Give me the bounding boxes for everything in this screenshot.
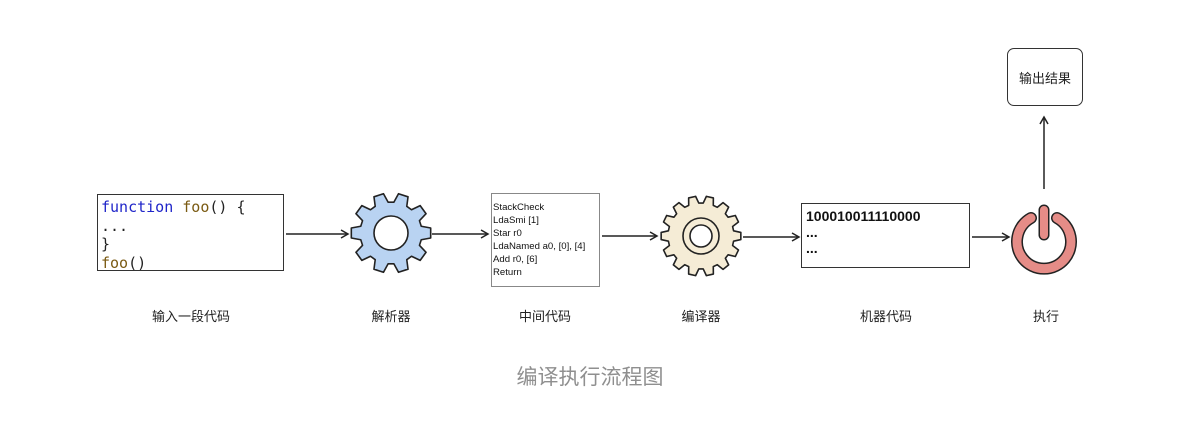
code-line: function foo() { (101, 198, 283, 217)
label-compiler: 编译器 (681, 310, 721, 325)
ir-line: LdaNamed a0, [0], [4] (493, 240, 586, 252)
label-input-code: 输入一段代码 (151, 310, 230, 325)
code-line: } (101, 235, 111, 253)
figure-caption: 编译执行流程图 (516, 365, 664, 389)
label-parser: 解析器 (371, 310, 411, 325)
code-function-name: foo (101, 253, 129, 272)
output-result-box: 输出结果 (1007, 48, 1083, 106)
machine-code-line: 100010011110000 (806, 208, 921, 224)
code-line: foo() (101, 254, 283, 273)
compiler-gear-icon (660, 195, 742, 277)
code-text: () (128, 253, 147, 272)
power-icon (1011, 204, 1077, 275)
label-execute: 执行 (1032, 310, 1059, 325)
source-code-box: function foo() { ... } foo() (97, 194, 284, 273)
code-line: ... (101, 216, 129, 235)
ir-line: Add r0, [6] (493, 253, 538, 265)
ir-line: LdaSmi [1] (493, 214, 539, 226)
machine-code-line: ... (806, 224, 818, 240)
label-intermediate-code: 中间代码 (518, 310, 571, 325)
code-text: () { (209, 198, 246, 216)
code-keyword: function (101, 198, 174, 216)
code-function-name: foo (182, 198, 210, 216)
ir-line: Return (493, 266, 522, 278)
parser-gear-icon (350, 192, 432, 274)
intermediate-code-box: StackCheck LdaSmi [1] Star r0 LdaNamed a… (491, 193, 600, 287)
output-result-label: 输出结果 (1018, 71, 1071, 87)
machine-code-line: ... (806, 240, 818, 256)
machine-code-box: 100010011110000 ... ... (801, 203, 970, 268)
label-machine-code: 机器代码 (859, 310, 912, 325)
ir-line: Star r0 (493, 227, 522, 239)
ir-line: StackCheck (493, 202, 545, 213)
